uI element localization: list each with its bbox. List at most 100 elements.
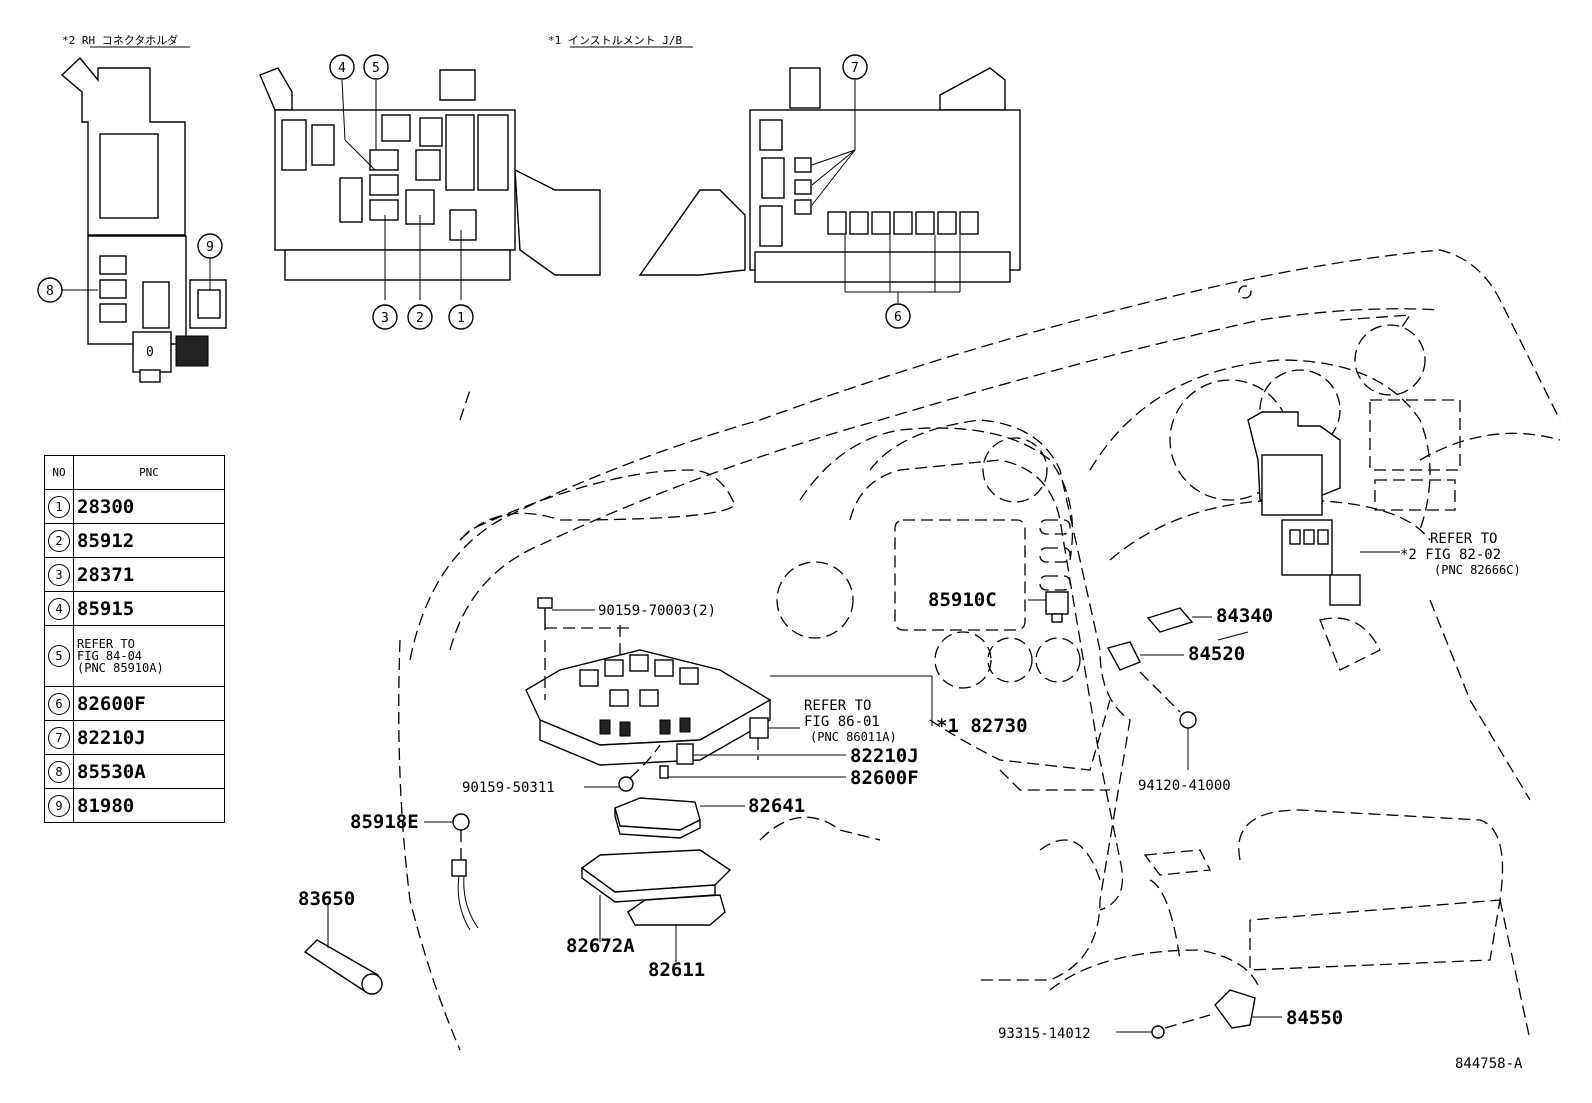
instrument-jb-front-drawing (259, 67, 601, 281)
callout-5: 5 (363, 54, 389, 80)
pnc-value: 28371 (73, 557, 225, 592)
row-number: 5 (48, 645, 70, 667)
nut-94120-41000 (1139, 671, 1197, 770)
relay-85910c (1028, 591, 1069, 623)
switch-84340 (1146, 607, 1212, 633)
header-pnc: PNC (73, 455, 225, 490)
ref-fig-82-02-line3: (PNC 82666C) (1434, 563, 1521, 577)
leader-82730 (770, 675, 933, 726)
pnc-value: 28300 (73, 489, 225, 524)
svg-text:4: 4 (338, 61, 346, 76)
table-header-row: NO PNC (44, 455, 225, 490)
pnc-value: 81980 (73, 788, 225, 823)
table-row: 3 28371 (44, 557, 225, 592)
ref-line: REFER TO (77, 637, 135, 651)
jb-callout-leaders (341, 79, 462, 300)
table-row: 7 82210J (44, 720, 225, 755)
label-85910c: 85910C (928, 589, 997, 611)
label-93315-14012: 93315-14012 (998, 1026, 1091, 1042)
connector-85918e (424, 813, 479, 931)
svg-text:8: 8 (46, 284, 54, 299)
table-row: 2 85912 (44, 523, 225, 558)
screw-90159-50311 (584, 744, 661, 792)
bolt-90159-70003 (537, 597, 630, 700)
part-83650 (303, 905, 383, 995)
table-row: 1 28300 (44, 489, 225, 524)
ref-fig-82-02-line2: *2 FIG 82-02 (1400, 547, 1501, 563)
pnc-value: 85530A (73, 754, 225, 789)
row-number: 6 (48, 692, 70, 715)
row-number: 4 (48, 597, 70, 620)
ref-fig-86-01-line2: FIG 86-01 (804, 714, 880, 730)
row-number: 2 (48, 529, 70, 552)
row-number: 3 (48, 563, 70, 586)
relay-86011a (749, 717, 800, 760)
callout-3: 3 (372, 304, 398, 330)
main-junction-block (525, 649, 772, 766)
ref-fig-86-01-line3: (PNC 86011A) (810, 730, 897, 744)
callout-9: 9 (197, 233, 223, 290)
label-84340: 84340 (1216, 605, 1273, 627)
pnc-value-reference: REFER TO FIG 84-04 (PNC 85910A) (73, 625, 225, 687)
ref-fig-82-02-line1: REFER TO (1430, 531, 1497, 547)
label-82600f: 82600F (850, 767, 919, 789)
label-82641: 82641 (748, 795, 805, 817)
label-84550: 84550 (1286, 1007, 1343, 1029)
label-82210j: 82210J (850, 745, 919, 767)
table-row: 5 REFER TO FIG 84-04 (PNC 85910A) (44, 625, 225, 687)
pnc-table: NO PNC 1 28300 2 85912 3 28371 4 85915 5… (44, 455, 225, 823)
ref-line: FIG 84-04 (77, 649, 143, 663)
label-94120-41000: 94120-41000 (1138, 778, 1231, 794)
svg-text:5: 5 (372, 61, 380, 76)
cover-82611 (627, 894, 726, 962)
inset-title-rh-connector: *2 RH コネクタホルダ (62, 33, 178, 47)
label-90159-50311: 90159-50311 (462, 780, 555, 796)
jb-rear-callout-leaders (811, 80, 961, 303)
svg-text:9: 9 (206, 240, 214, 255)
label-82611: 82611 (648, 959, 705, 981)
ref-fig-86-01-line1: REFER TO (804, 698, 871, 714)
row-number: 7 (48, 726, 70, 749)
svg-text:6: 6 (894, 310, 902, 325)
relay-82210j (676, 743, 846, 765)
svg-text:3: 3 (381, 311, 389, 326)
table-row: 9 81980 (44, 788, 225, 823)
cover-82641 (614, 797, 745, 839)
svg-text:7: 7 (851, 61, 859, 76)
callout-8: 8 (37, 277, 98, 303)
row-number: 8 (48, 760, 70, 783)
callout-4: 4 (329, 54, 355, 80)
instrument-jb-rear-drawing (638, 67, 1021, 283)
callout-7: 7 (842, 54, 868, 80)
pnc-value: 82210J (73, 720, 225, 755)
switch-84520 (1106, 631, 1249, 671)
pnc-value: 82600F (73, 686, 225, 721)
inset-title-instrument-jb: *1 インストルメント J/B (548, 34, 683, 47)
label-90159-70003: 90159-70003(2) (598, 603, 716, 619)
screw-93315-14012 (1116, 1014, 1211, 1039)
rh-connector-holder-installed (1247, 411, 1400, 606)
label-84520: 84520 (1188, 643, 1245, 665)
table-row: 8 85530A (44, 754, 225, 789)
callout-6: 6 (885, 303, 911, 329)
svg-text:1: 1 (457, 311, 465, 326)
row-number: 1 (48, 495, 70, 518)
table-row: 6 82600F (44, 686, 225, 721)
label-82672a: 82672A (566, 935, 635, 957)
header-no: NO (44, 455, 74, 490)
table-row: 4 85915 (44, 591, 225, 626)
label-82730: *1 82730 (936, 715, 1028, 737)
label-83650: 83650 (298, 888, 355, 910)
ref-line: (PNC 85910A) (77, 661, 164, 675)
callout-1: 1 (448, 304, 474, 330)
dashboard-outline (398, 249, 1561, 1051)
switch-84550 (1214, 989, 1282, 1029)
connector-mark: 0 (146, 345, 154, 360)
svg-text:2: 2 (416, 311, 424, 326)
label-85918e: 85918E (350, 811, 419, 833)
callout-2: 2 (407, 304, 433, 330)
rh-connector-holder-drawing (60, 56, 227, 383)
pnc-value: 85915 (73, 591, 225, 626)
